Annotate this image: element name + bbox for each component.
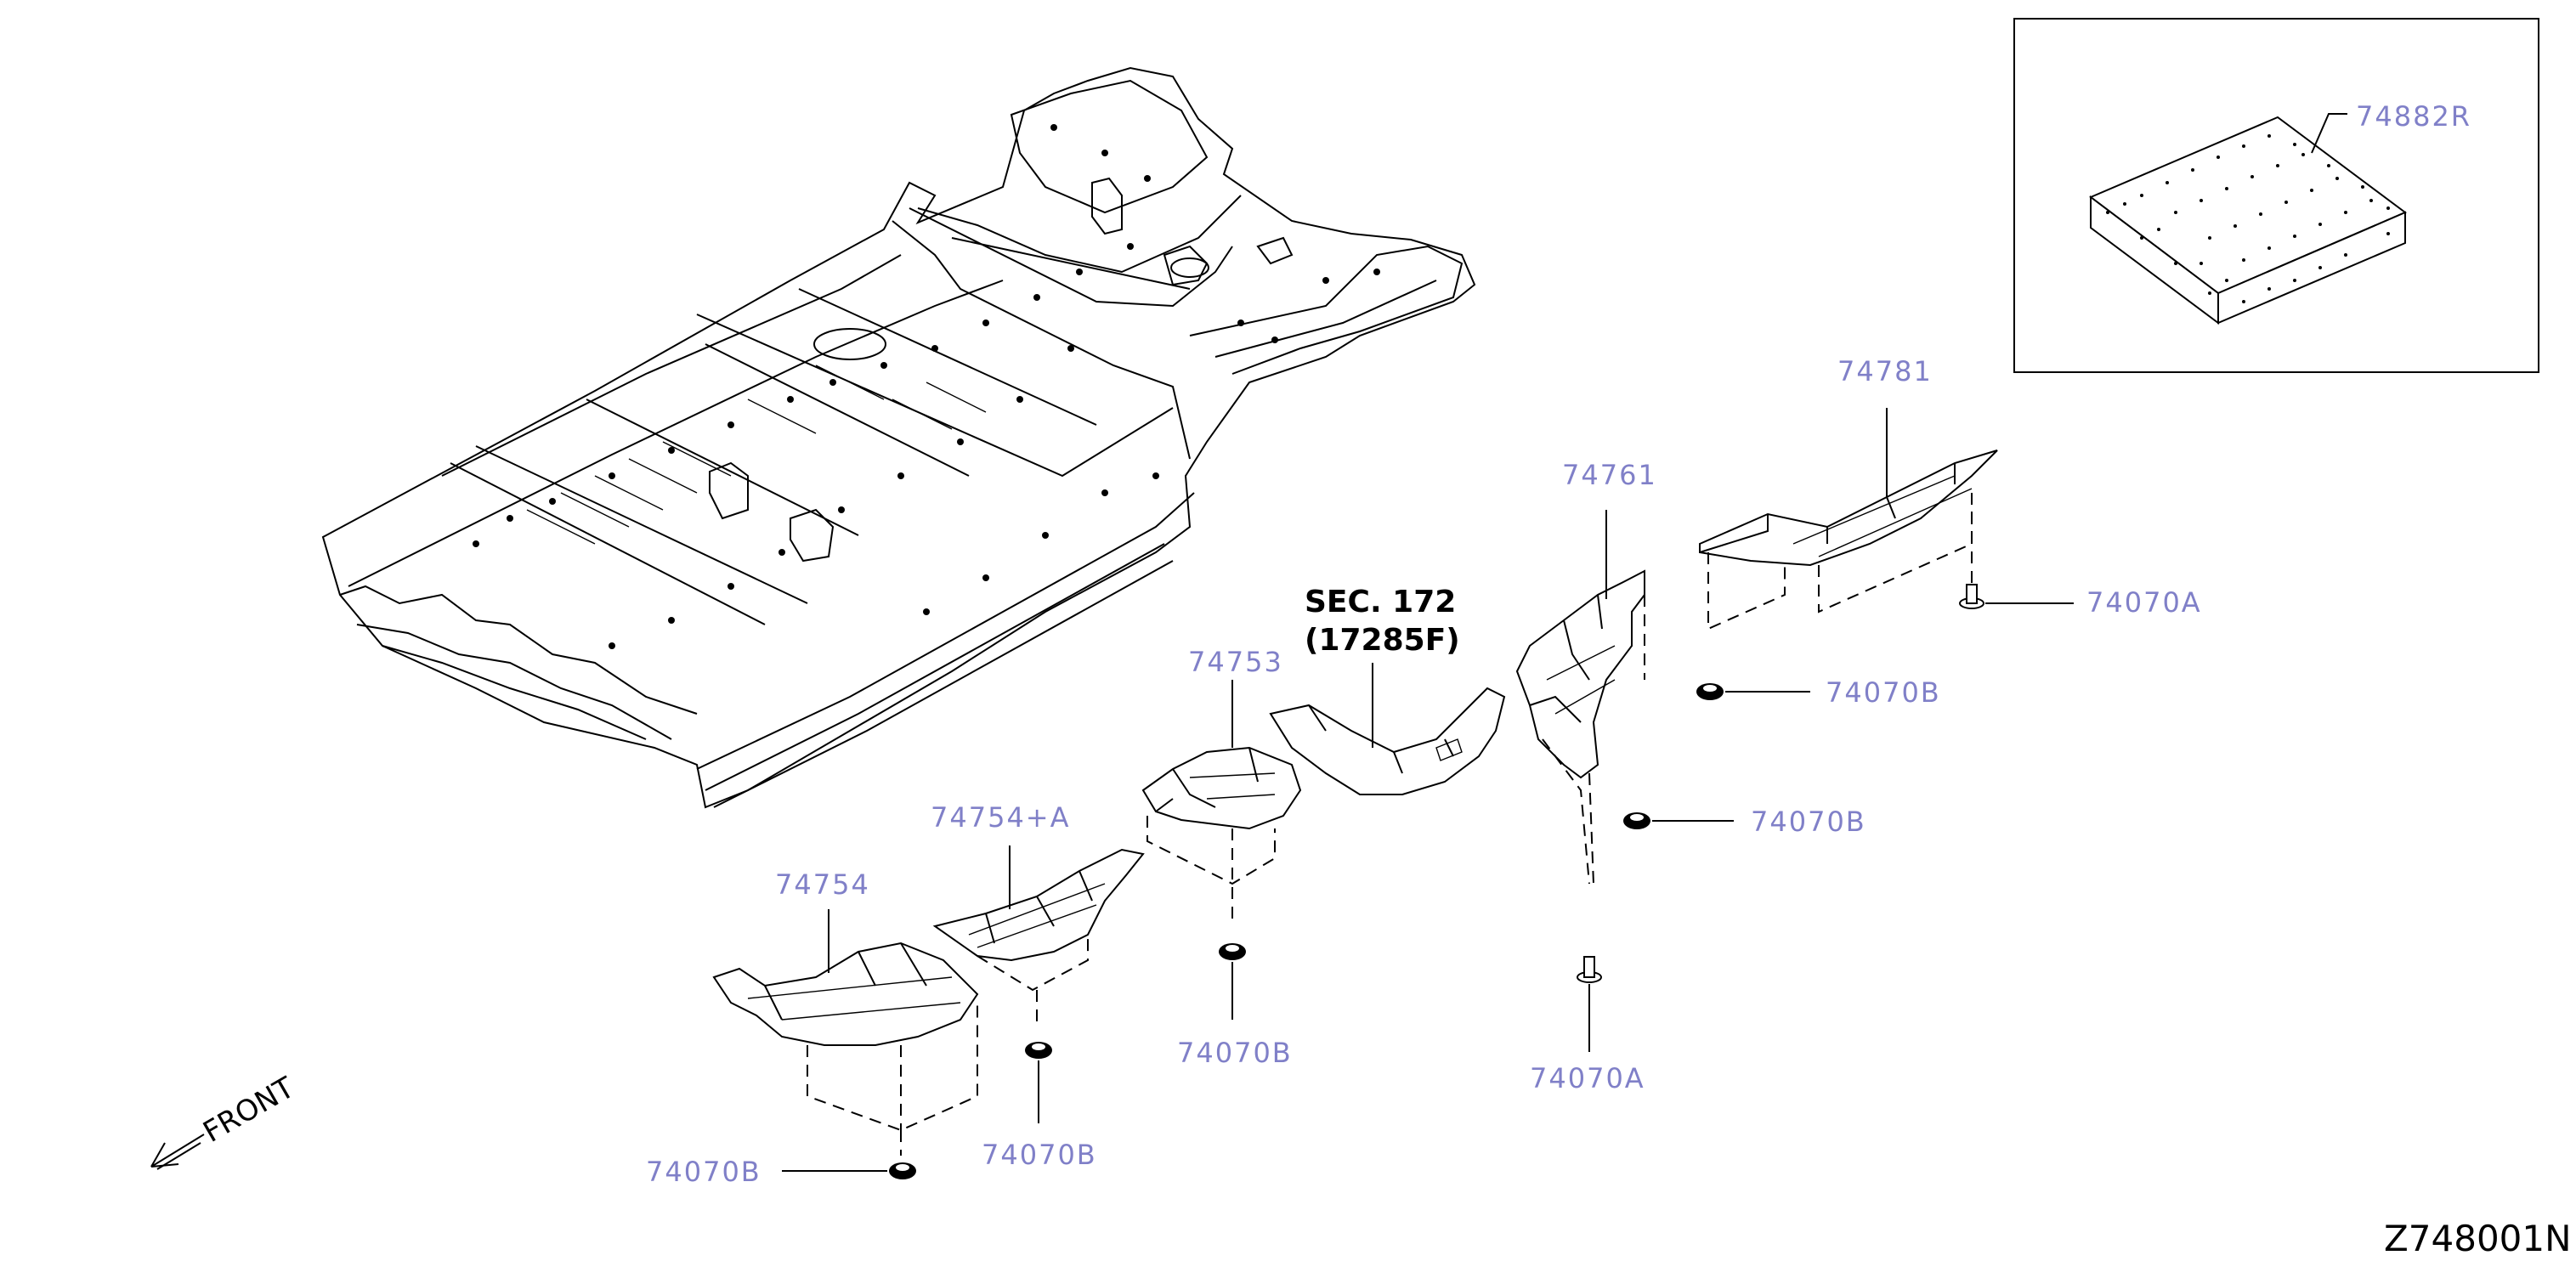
- callout-74761: 74761: [1562, 459, 1657, 491]
- nut-74070b-right: [1696, 683, 1724, 700]
- insulator-pad: [2089, 116, 2407, 325]
- callout-74754: 74754: [775, 868, 870, 901]
- callout-74070b-lower: 74070B: [982, 1139, 1097, 1171]
- part-74761-cover: 74761: [1515, 459, 1657, 885]
- part-74781-cover: 74781: [1699, 355, 1998, 630]
- callout-74070b-center: 74070B: [1177, 1037, 1293, 1069]
- callout-74070b-bottom: 74070B: [646, 1156, 761, 1188]
- bolt-74070a-top: [1959, 584, 1984, 609]
- bolt-74070a-bottom: [1577, 956, 1602, 983]
- callout-74882r: 74882R: [2356, 100, 2471, 133]
- nut-74070b-lower: [1025, 1042, 1052, 1059]
- nut-74070b-center: [1219, 943, 1246, 960]
- sec-ref-line1: SEC. 172: [1305, 585, 1456, 619]
- nut-74070b-bottom: [889, 1162, 916, 1179]
- callout-74070b-right: 74070B: [1826, 676, 1941, 709]
- callout-74754a: 74754+A: [931, 801, 1071, 834]
- front-arrow-icon: [150, 1134, 205, 1168]
- callout-74753: 74753: [1188, 646, 1283, 678]
- callout-74070a-bottom: 74070A: [1530, 1062, 1645, 1094]
- part-74754-insulator: 74754: [712, 868, 979, 1156]
- figure-code: Z748001N: [2384, 1218, 2572, 1259]
- inset-box: 74882R: [2013, 18, 2539, 373]
- callout-74781: 74781: [1837, 355, 1933, 387]
- callout-74070b-mid: 74070B: [1751, 806, 1866, 838]
- part-74753-insulator: 74753: [1141, 646, 1302, 926]
- front-direction-indicator: FRONT: [150, 1071, 301, 1170]
- floor-pan-assembly: [321, 66, 1476, 809]
- part-sec172-shield: SEC. 172 (17285F): [1269, 585, 1506, 795]
- front-label: FRONT: [198, 1071, 301, 1150]
- sec-ref-line2: (17285F): [1305, 623, 1460, 658]
- part-74754a-insulator: 74754+A: [931, 801, 1145, 1028]
- nut-74070b-mid: [1623, 812, 1650, 829]
- callout-74070a-top: 74070A: [2086, 586, 2202, 619]
